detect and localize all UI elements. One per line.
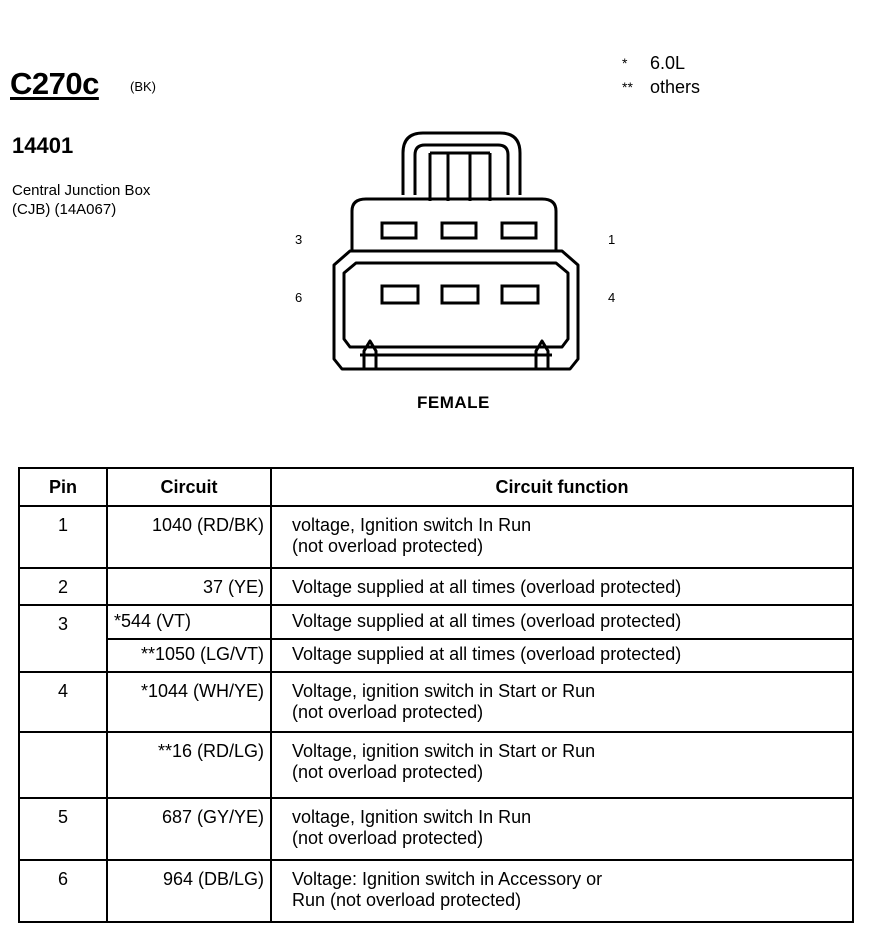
description-line-2: (CJB) (14A067) xyxy=(12,201,117,218)
function-line: (not overload protected) xyxy=(292,762,484,782)
function-line: voltage, Ignition switch In Run xyxy=(292,807,532,827)
legend-item: ** others xyxy=(622,75,700,99)
pin-cell: 1 xyxy=(18,505,108,569)
description-line-1: Central Junction Box xyxy=(12,182,151,199)
function-cell: Voltage supplied at all times (overload … xyxy=(270,567,854,606)
circuit-cell: *1044 (WH/YE) xyxy=(106,671,272,733)
circuit-cell: **16 (RD/LG) xyxy=(106,731,272,799)
function-line: Voltage supplied at all times (overload … xyxy=(292,644,682,664)
table-row: **16 (RD/LG) Voltage, ignition switch in… xyxy=(18,731,854,799)
legend-symbol: ** xyxy=(622,79,633,95)
table-row: 3 *544 (VT) Voltage supplied at all time… xyxy=(18,604,854,640)
connector-code: C270c xyxy=(10,66,99,101)
pin-cell: 3 xyxy=(18,604,108,639)
function-line: (not overload protected) xyxy=(292,828,484,848)
connector-color: (BK) xyxy=(130,79,156,94)
function-line: Voltage, ignition switch in Start or Run xyxy=(292,741,596,761)
function-cell: Voltage: Ignition switch in Accessory or… xyxy=(270,859,854,923)
circuit-cell: 1040 (RD/BK) xyxy=(106,505,272,569)
table-row: 5 687 (GY/YE) voltage, Ignition switch I… xyxy=(18,797,854,861)
legend-label: others xyxy=(650,77,701,97)
function-cell: Voltage supplied at all times (overload … xyxy=(270,638,854,673)
table-row: 1 1040 (RD/BK) voltage, Ignition switch … xyxy=(18,505,854,569)
column-header-pin: Pin xyxy=(18,467,108,507)
pin-cell: 5 xyxy=(18,797,108,861)
function-cell: voltage, Ignition switch In Run (not ove… xyxy=(270,505,854,569)
function-cell: voltage, Ignition switch In Run (not ove… xyxy=(270,797,854,861)
column-header-function: Circuit function xyxy=(270,467,854,507)
function-line: Run (not overload protected) xyxy=(292,890,522,910)
function-cell: Voltage, ignition switch in Start or Run… xyxy=(270,671,854,733)
component-description: Central Junction Box (CJB) (14A067) xyxy=(12,181,150,219)
function-line: Voltage supplied at all times (overload … xyxy=(292,611,682,631)
column-header-circuit: Circuit xyxy=(106,467,272,507)
pin-cell xyxy=(18,639,108,673)
table-row: 2 37 (YE) Voltage supplied at all times … xyxy=(18,567,854,606)
pin-cell: 2 xyxy=(18,567,108,606)
pin-cell xyxy=(18,731,108,799)
legend-symbol: * xyxy=(622,55,628,71)
pin-label-1: 1 xyxy=(608,232,616,247)
circuit-cell: 37 (YE) xyxy=(106,567,272,606)
table-row: 6 964 (DB/LG) Voltage: Ignition switch i… xyxy=(18,859,854,923)
pin-label-3: 3 xyxy=(295,232,303,247)
pin-cell: 4 xyxy=(18,671,108,733)
function-line: Voltage: Ignition switch in Accessory or xyxy=(292,869,603,889)
function-line: Voltage supplied at all times (overload … xyxy=(292,577,682,597)
function-line: (not overload protected) xyxy=(292,536,484,556)
connector-gender-label: FEMALE xyxy=(417,393,490,412)
circuit-cell: **1050 (LG/VT) xyxy=(106,638,272,673)
table-row: 4 *1044 (WH/YE) Voltage, ignition switch… xyxy=(18,671,854,733)
pin-cell: 6 xyxy=(18,859,108,923)
legend: * 6.0L ** others xyxy=(622,51,700,99)
function-line: (not overload protected) xyxy=(292,702,484,722)
circuit-cell: 687 (GY/YE) xyxy=(106,797,272,861)
legend-item: * 6.0L xyxy=(622,51,700,75)
legend-label: 6.0L xyxy=(650,53,686,73)
function-line: Voltage, ignition switch in Start or Run xyxy=(292,681,596,701)
circuit-cell: *544 (VT) xyxy=(106,604,272,640)
table-row: **1050 (LG/VT) Voltage supplied at all t… xyxy=(18,638,854,673)
function-cell: Voltage, ignition switch in Start or Run… xyxy=(270,731,854,799)
circuit-cell: 964 (DB/LG) xyxy=(106,859,272,923)
function-line: voltage, Ignition switch In Run xyxy=(292,515,532,535)
pinout-table: Pin Circuit Circuit function 1 1040 (RD/… xyxy=(18,467,854,923)
table-header-row: Pin Circuit Circuit function xyxy=(18,467,854,507)
part-number: 14401 xyxy=(12,133,74,158)
function-cell: Voltage supplied at all times (overload … xyxy=(270,604,854,640)
connector-face-drawing xyxy=(332,131,580,371)
pin-label-6: 6 xyxy=(295,290,303,305)
pin-label-4: 4 xyxy=(608,290,616,305)
